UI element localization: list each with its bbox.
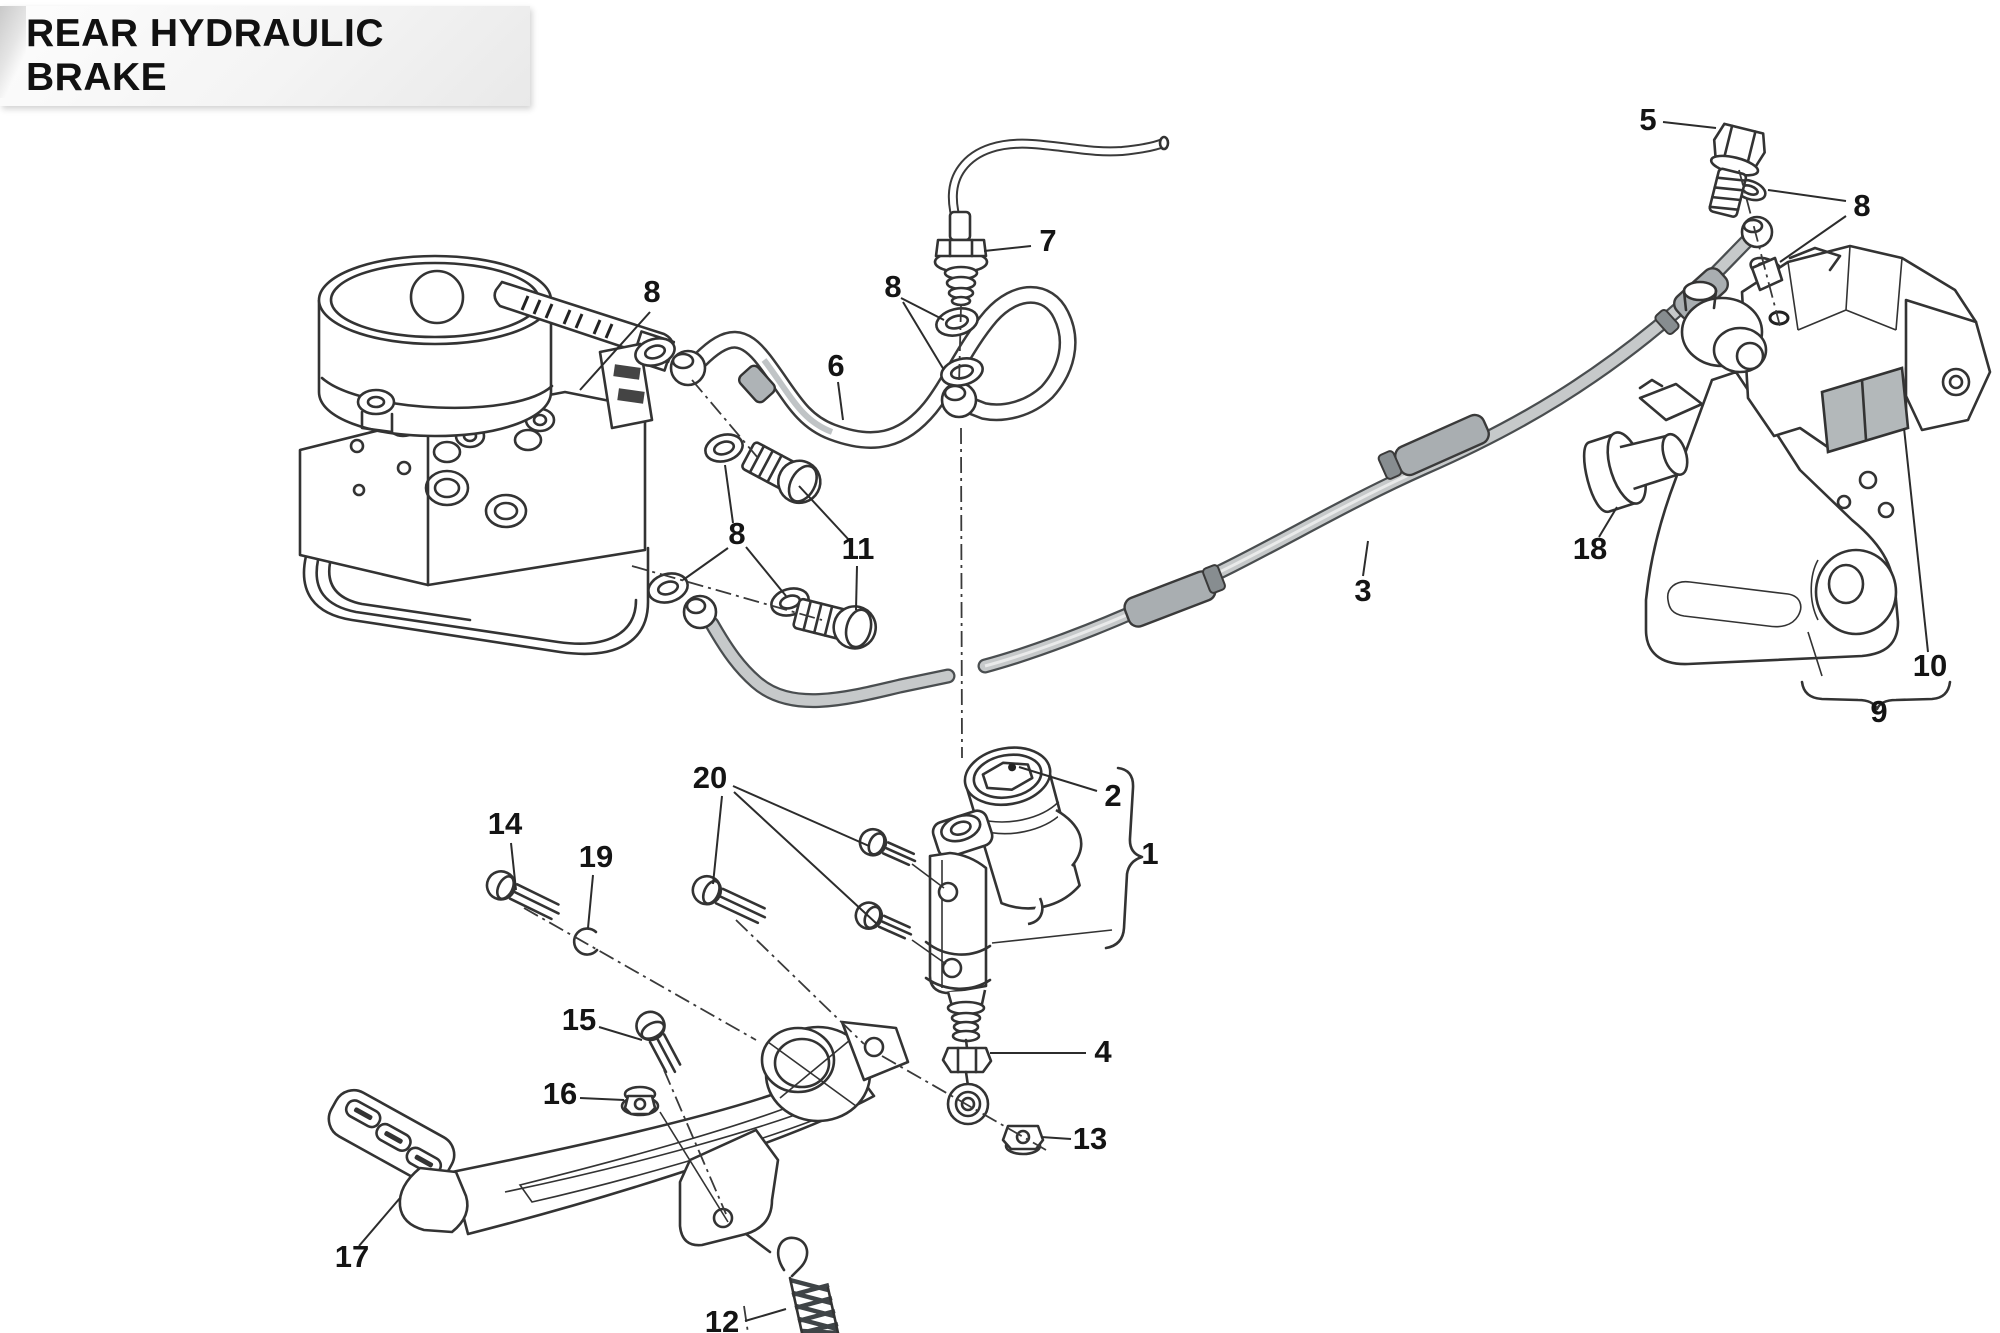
- callout-leader-6: [837, 381, 844, 421]
- callout-leader-11: [855, 565, 858, 611]
- banner-notch: [0, 6, 26, 98]
- callout-leader-3: [1362, 540, 1369, 577]
- callout-leader-10: [1903, 427, 1929, 653]
- abs-modulator-unit: [298, 254, 676, 656]
- callout-leader-2: [1018, 766, 1098, 792]
- bracket-group-9: [1800, 631, 1952, 711]
- brake-hose-3: [682, 215, 1774, 709]
- brake-pipe-6: [669, 285, 1077, 449]
- callout-14-15: 14: [488, 806, 523, 841]
- callout-leader-5: [1662, 121, 1717, 129]
- callout-leader-8: [682, 547, 729, 581]
- callout-7-2: 7: [1039, 223, 1056, 258]
- callout-leader-17: [358, 1197, 401, 1247]
- callout-3-8: 3: [1354, 573, 1371, 608]
- callout-17-21: 17: [335, 1239, 369, 1274]
- callout-13-20: 13: [1073, 1121, 1107, 1156]
- callout-8-4: 8: [643, 274, 660, 309]
- callout-11-7: 11: [842, 531, 875, 566]
- banjo-bolt-5: [1708, 122, 1766, 218]
- mount-bolts-20: [691, 827, 917, 940]
- callout-leader-13: [1040, 1136, 1072, 1140]
- callout-leader-7: [983, 245, 1032, 252]
- callout-15-17: 15: [562, 1002, 596, 1037]
- page-title: REAR HYDRAULIC BRAKE: [26, 12, 384, 99]
- callout-leader-15: [598, 1026, 643, 1041]
- callout-leader-11: [798, 485, 850, 541]
- caliper-assembly: [1582, 244, 1992, 666]
- callout-8-3: 8: [884, 269, 901, 304]
- callout-leader-8: [1779, 215, 1847, 263]
- callout-leader-20: [733, 791, 878, 925]
- pedal-fixings: [485, 870, 682, 1117]
- callout-leader-18: [1598, 506, 1618, 538]
- callout-leader-8: [902, 301, 945, 371]
- nut-13: [1001, 1124, 1045, 1156]
- callout-leader-8: [900, 297, 945, 321]
- callout-10-10: 10: [1913, 648, 1947, 683]
- callout-leader-8: [579, 311, 651, 391]
- callout-leader-16: [579, 1097, 625, 1101]
- master-cylinder-assembly: [924, 746, 1083, 1156]
- callout-8-1: 8: [1853, 188, 1870, 223]
- washer-19: [572, 927, 599, 956]
- callout-layer: 5 8 7 8 8 6 8 11 3 18 10 9 21 20 14 19 15 16 4 13 17 12: [335, 102, 1947, 1333]
- callout-leader-8: [745, 546, 787, 597]
- pressure-switch-7: [933, 135, 1170, 307]
- callout-9-11: 9: [1870, 694, 1887, 729]
- callout-19-16: 19: [579, 839, 613, 874]
- callout-6-5: 6: [827, 348, 844, 383]
- nut-16: [620, 1085, 660, 1117]
- callout-4-19: 4: [1094, 1034, 1112, 1069]
- callout-leader-20: [712, 795, 723, 885]
- callout-5-0: 5: [1639, 102, 1656, 137]
- callout-leader-12: [744, 1308, 787, 1322]
- callout-8-6: 8: [728, 516, 745, 551]
- callout-leader-8: [1767, 189, 1847, 202]
- callout-1-13: 1: [1141, 836, 1158, 871]
- return-spring-12: [776, 1236, 840, 1333]
- callout-18-9: 18: [1573, 531, 1607, 566]
- bushing-18: [1582, 431, 1689, 513]
- callout-leader-14: [510, 842, 517, 891]
- callout-12-22: 12: [705, 1304, 739, 1333]
- callout-leader-19: [587, 874, 594, 929]
- callout-20-14: 20: [693, 760, 727, 795]
- callout-leader-20: [732, 785, 870, 847]
- title-banner: REAR HYDRAULIC BRAKE: [0, 6, 530, 106]
- bracket-group-1: [991, 766, 1144, 950]
- seal-washers-8: [634, 178, 1783, 617]
- abs-motor: [317, 254, 554, 438]
- brake-pedal: [327, 1020, 910, 1254]
- callout-16-18: 16: [543, 1076, 577, 1111]
- centerlines: [523, 169, 1781, 1333]
- callout-leader-8: [724, 464, 734, 524]
- callout-2-12: 2: [1104, 778, 1121, 813]
